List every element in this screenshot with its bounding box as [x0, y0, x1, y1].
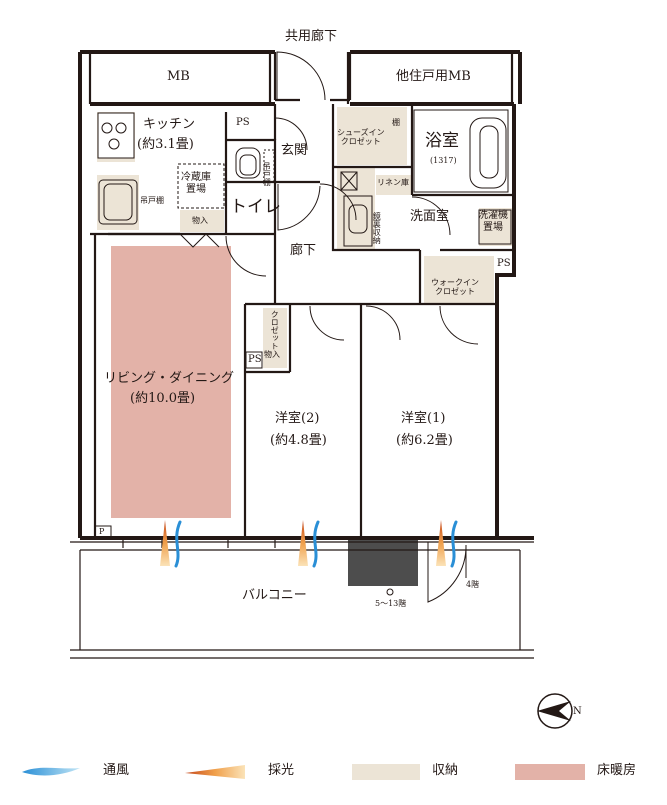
- room1-label: 洋室(1): [401, 411, 446, 426]
- ventilation-arrows: [174, 520, 458, 568]
- ac-floors-note: 5～13階: [375, 599, 407, 608]
- floor-heating-swatch: [515, 764, 585, 780]
- interior-walls: [88, 52, 514, 538]
- legend-daylight-label: 採光: [268, 763, 295, 778]
- door-swings: [179, 51, 479, 603]
- ps-label-room: PS: [248, 354, 262, 365]
- common-corridor-label: 共用廊下: [285, 29, 338, 44]
- ps-label-top: PS: [236, 117, 250, 128]
- washer-label: 洗濯機置場: [478, 210, 508, 233]
- daylight-icon: [185, 765, 245, 779]
- room2-area-label: (約4.8畳): [270, 433, 327, 448]
- daylight-arrows: [160, 520, 446, 566]
- legend-floor-heating-label: 床暖房: [597, 763, 637, 778]
- living-label: リビング・ダイニング: [104, 371, 235, 386]
- compass-letter: N: [573, 706, 582, 717]
- mb-label: MB: [167, 69, 190, 84]
- hallway-label: 廊下: [290, 243, 317, 258]
- bath-label: 浴室: [425, 131, 459, 151]
- p-label: P: [99, 527, 105, 536]
- kitchen-hanging-shelf-label: 吊戸棚: [140, 196, 164, 205]
- kitchen-area-label: (約3.1畳): [137, 137, 194, 152]
- ps-label-wash: PS: [497, 258, 511, 269]
- room2-label: 洋室(2): [275, 411, 320, 426]
- shoes-closet-label: シューズインクロゼット: [337, 128, 385, 147]
- other-mb-label: 他住戸用MB: [396, 69, 471, 84]
- balcony-label: バルコニー: [242, 588, 307, 603]
- entrance-label: 玄関: [281, 143, 308, 158]
- washroom-label: 洗面室: [410, 209, 450, 224]
- mirror-storage-label: 鏡裏収納: [372, 212, 382, 244]
- living-area-label: (約10.0畳): [130, 391, 196, 406]
- room1-area-label: (約6.2畳): [396, 433, 453, 448]
- bath-size-label: (1317): [430, 156, 457, 165]
- walkin-closet-label: ウォークインクロゼット: [431, 278, 479, 297]
- stove-icon: [101, 122, 127, 150]
- ventilation-icon: [22, 767, 80, 776]
- closet-label: クロゼット: [270, 310, 280, 350]
- storage-label-room: 物入: [264, 350, 280, 359]
- kitchen-label: キッチン: [143, 117, 196, 132]
- legend-storage-label: 収納: [432, 763, 459, 778]
- toilet-label: トイレ: [230, 197, 281, 217]
- linen-label: リネン庫: [377, 178, 409, 187]
- exterior-walls: [78, 50, 534, 540]
- legend-icons: [22, 764, 585, 780]
- floor-heating-area: [111, 246, 231, 518]
- storage-swatch: [352, 764, 420, 780]
- storage-label-kitchen: 物入: [192, 216, 208, 225]
- shelf-label-1: 棚: [392, 118, 400, 127]
- north-arrow-icon: [537, 693, 573, 729]
- fridge-label: 冷蔵庫置場: [181, 172, 211, 195]
- toilet-hanging-shelf-label: 吊戸棚: [262, 162, 272, 186]
- floor-note: 4階: [466, 580, 480, 589]
- legend-ventilation-label: 通風: [103, 763, 130, 778]
